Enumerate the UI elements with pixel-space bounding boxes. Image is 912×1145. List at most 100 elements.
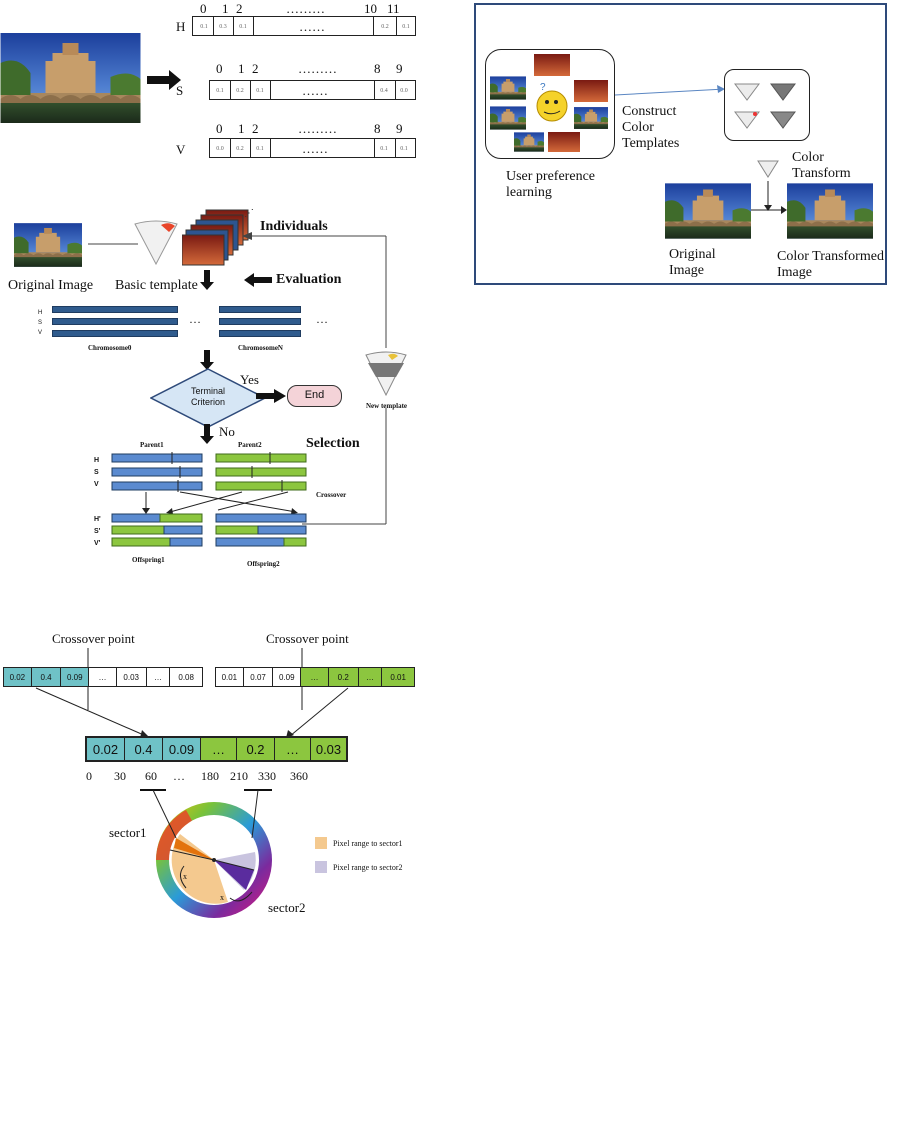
- construct-label: Construct Color Templates: [622, 104, 680, 151]
- h-index: ………: [286, 1, 325, 16]
- connector-line: [88, 243, 138, 245]
- s-index: 2: [252, 61, 259, 76]
- axis-tick: 30: [114, 769, 126, 783]
- chromosome0-label: Chromosome0: [88, 344, 132, 352]
- hsv-v-row: V 0 1 2 ……… 8 9: [176, 120, 416, 160]
- v-cell: 0.2: [236, 146, 244, 152]
- gene-cell: …: [301, 668, 329, 686]
- sector2-label: sector2: [268, 900, 306, 915]
- x-label-1: x: [183, 872, 187, 881]
- gene-cell: 0.07: [243, 668, 274, 686]
- h-cell: 0.1: [200, 24, 208, 30]
- gene-cell: …: [275, 738, 311, 760]
- overview-original-photo: [665, 182, 751, 240]
- h-bins: 0.1 0.3 0.1 …… 0.2 0.1: [192, 16, 416, 36]
- offspring-row-labels: H' S' V': [94, 514, 101, 550]
- parent2-gene-row: 0.01 0.07 0.09 … 0.2 … 0.01: [215, 667, 415, 687]
- right-arrow-icon: [751, 206, 787, 214]
- h-tag: H: [38, 310, 43, 316]
- crossover-point-right-label: Crossover point: [266, 631, 349, 646]
- legend-swatch: [315, 837, 327, 849]
- chromosome0-s: [52, 318, 178, 325]
- chromosomeN-v: [219, 330, 301, 337]
- h-cell: 0.3: [219, 24, 227, 30]
- gene-cell: 0.01: [216, 668, 244, 686]
- castle-photo: [0, 33, 141, 123]
- gene-cell: 0.03: [311, 738, 346, 760]
- chromosomeN-label: ChromosomeN: [238, 344, 283, 352]
- s-cell: 0.1: [256, 88, 264, 94]
- offspring1-label: Offspring1: [132, 556, 165, 564]
- end-node: End: [287, 385, 342, 407]
- chromosome0-h: [52, 306, 178, 313]
- v-index: 9: [396, 121, 403, 136]
- parent1-gene-row: 0.02 0.4 0.09 … 0.03 … 0.08: [3, 667, 203, 687]
- v-index: 8: [374, 121, 381, 136]
- s-cell: 0.0: [400, 88, 408, 94]
- gene-cell: 0.4: [31, 668, 62, 686]
- gene-cell: 0.4: [125, 738, 163, 760]
- axis-tick: 360: [290, 769, 308, 783]
- s-prime-tag: S': [94, 528, 101, 535]
- new-template-label: New template: [366, 402, 408, 410]
- s-cell: 0.4: [380, 88, 388, 94]
- x-label-2: x: [220, 893, 224, 902]
- s-index: 8: [374, 61, 381, 76]
- h-label: H: [176, 19, 186, 34]
- h-cell: 0.2: [381, 24, 389, 30]
- original-image-label: Original Image: [669, 247, 716, 278]
- hue-axis: 0 30 60 … 180 210 330 360: [0, 769, 420, 785]
- h-cell: ……: [299, 19, 325, 34]
- s-cell: ……: [302, 83, 328, 98]
- construct-arrow: [615, 85, 726, 96]
- s-tag: S: [94, 469, 99, 476]
- v-index: 2: [252, 121, 259, 136]
- gene-cell: 0.2: [328, 668, 359, 686]
- h-index: 2: [236, 1, 243, 16]
- s-label: S: [176, 83, 184, 98]
- axis-tick: 210: [230, 769, 248, 783]
- gene-cell: 0.02: [87, 738, 125, 760]
- h-prime-tag: H': [94, 516, 101, 523]
- svg-text:?: ?: [540, 82, 546, 93]
- sector1-label: sector1: [109, 825, 147, 840]
- templates-box: [724, 69, 810, 141]
- hsv-h-row: H 0 1 2 ……… 10 11: [176, 0, 416, 40]
- s-index: 9: [396, 61, 403, 76]
- legend-item-sector2: Pixel range to sector2: [315, 860, 425, 874]
- v-bins: 0.0 0.2 0.1 …… 0.1 0.1: [209, 138, 416, 158]
- h-index: 0: [200, 1, 207, 16]
- template-icon: [757, 160, 779, 178]
- new-template-icon: [365, 351, 407, 397]
- chromosomeN-s: [219, 318, 301, 325]
- gene-cell: …: [146, 668, 171, 686]
- chromosome0-v: [52, 330, 178, 337]
- v-cell: 0.1: [400, 146, 408, 152]
- hsv-s-row: S 0 1 2 ……… 8 9: [176, 58, 416, 98]
- s-tag: S: [38, 320, 43, 326]
- end-label: End: [304, 389, 325, 401]
- chromosomeN-h: [219, 306, 301, 313]
- chromosome-labels: H S V: [38, 308, 42, 338]
- down-arrow-icon: [200, 350, 214, 370]
- gene-cell: …: [201, 738, 237, 760]
- h-cell: 0.1: [402, 24, 410, 30]
- gene-cell: …: [358, 668, 383, 686]
- v-label: V: [176, 142, 186, 157]
- v-cell: 0.0: [216, 146, 224, 152]
- evaluation-label: Evaluation: [276, 272, 342, 287]
- h-tag: H: [94, 457, 100, 464]
- left-arrow-icon: [244, 273, 272, 287]
- gene-cell: 0.09: [61, 668, 90, 686]
- right-arrow-icon: [147, 70, 181, 95]
- child-gene-row: 0.02 0.4 0.09 … 0.2 … 0.03: [85, 736, 348, 762]
- legend-swatch: [315, 861, 327, 873]
- h-index: 1: [222, 1, 229, 16]
- s-bins: 0.1 0.2 0.1 …… 0.4 0.0: [209, 80, 416, 100]
- right-arrow-icon: [256, 389, 286, 403]
- v-cell: 0.1: [256, 146, 264, 152]
- user-preference-box: ?: [485, 49, 615, 159]
- v-tag: V: [94, 481, 99, 488]
- crossover-pointer-lines: [35, 648, 349, 738]
- parent1-label: Parent1: [140, 441, 164, 449]
